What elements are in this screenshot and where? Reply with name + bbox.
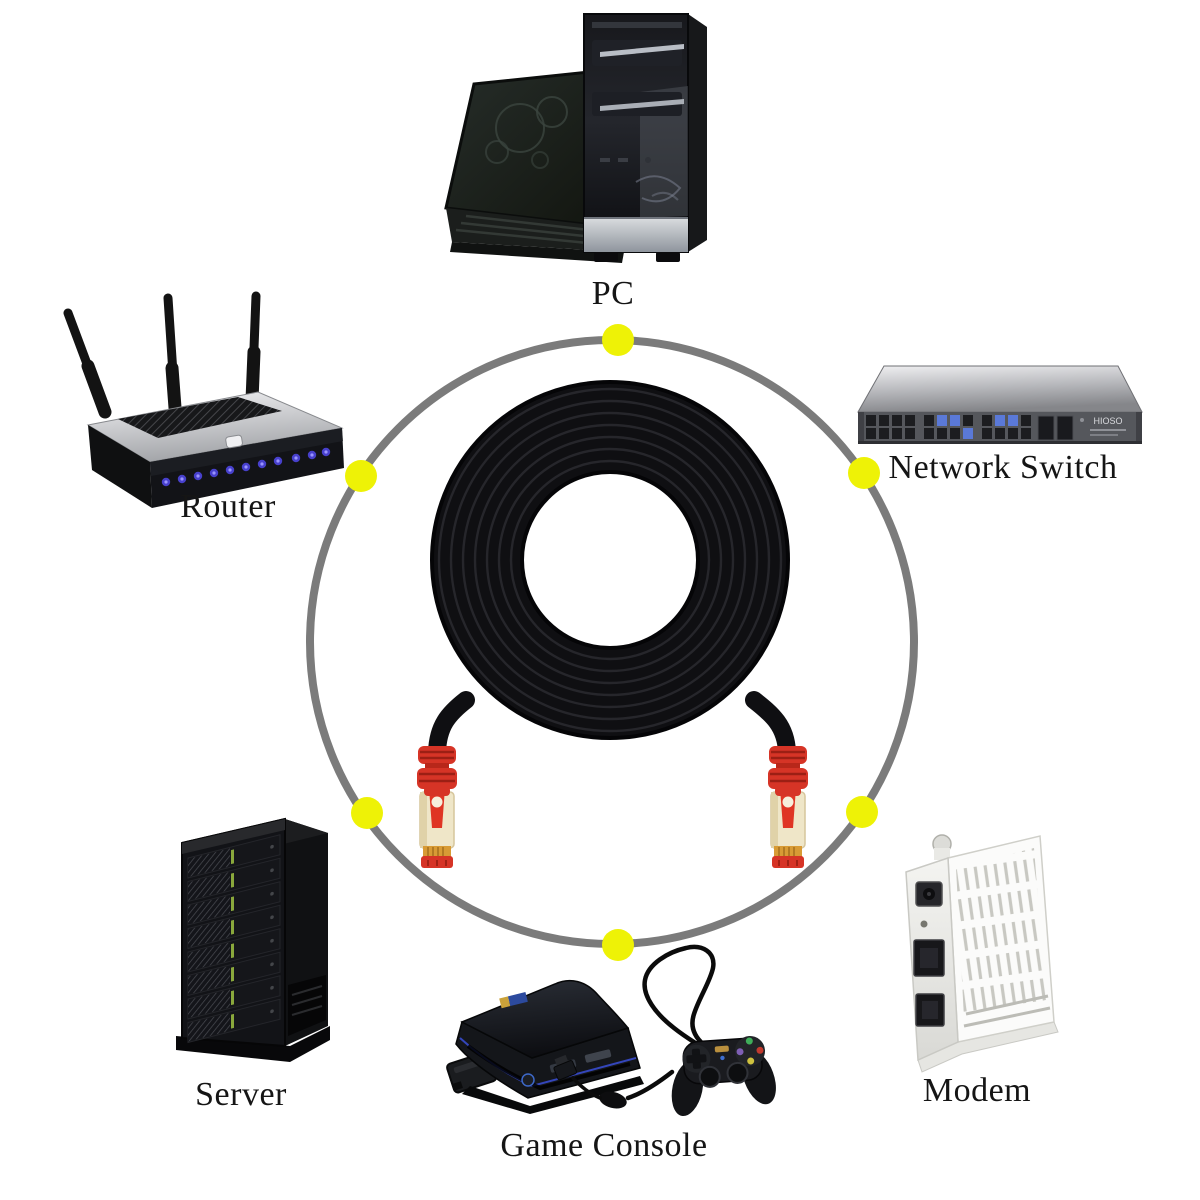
modem-ports <box>913 881 945 1027</box>
game-console-label: Game Console <box>500 1127 708 1164</box>
ring-nodes <box>345 324 880 961</box>
rj45-connector-right <box>768 746 808 868</box>
pc-label: PC <box>591 275 635 312</box>
server-illustration <box>176 817 330 1062</box>
router-illustration <box>63 291 344 508</box>
ethernet-cable-coil <box>428 380 796 761</box>
ring-node-upper-left <box>345 460 377 492</box>
desktop-tower-icon <box>583 13 707 262</box>
ring-node-top <box>602 324 634 356</box>
console-plug <box>553 1054 578 1081</box>
router-led-strip <box>161 447 331 487</box>
network-switch-illustration: HIOSO <box>857 365 1143 444</box>
ring-node-lower-right <box>846 796 878 828</box>
ring-node-upper-right <box>848 457 880 489</box>
ring-node-bottom <box>602 929 634 961</box>
switch-ports-row <box>866 415 1084 441</box>
cable-left-leg <box>428 691 475 761</box>
game-console-illustration <box>446 944 776 1117</box>
server-drive-bays <box>187 834 281 1044</box>
router-label: Router <box>180 488 276 525</box>
pc-illustration <box>444 13 707 263</box>
controller-icon <box>671 1036 776 1117</box>
controller-cable <box>642 944 716 1049</box>
server-label: Server <box>195 1076 287 1113</box>
modem-label: Modem <box>922 1072 1032 1109</box>
rj45-connector-left <box>417 746 457 868</box>
console-body <box>455 979 644 1114</box>
switch-brand-text: HIOSO <box>1093 416 1122 426</box>
router-wps-button <box>225 434 243 449</box>
modem-illustration <box>905 834 1059 1073</box>
cable-right-leg <box>745 691 796 761</box>
network-switch-label: Network Switch <box>888 449 1118 486</box>
ring-node-lower-left <box>351 797 383 829</box>
